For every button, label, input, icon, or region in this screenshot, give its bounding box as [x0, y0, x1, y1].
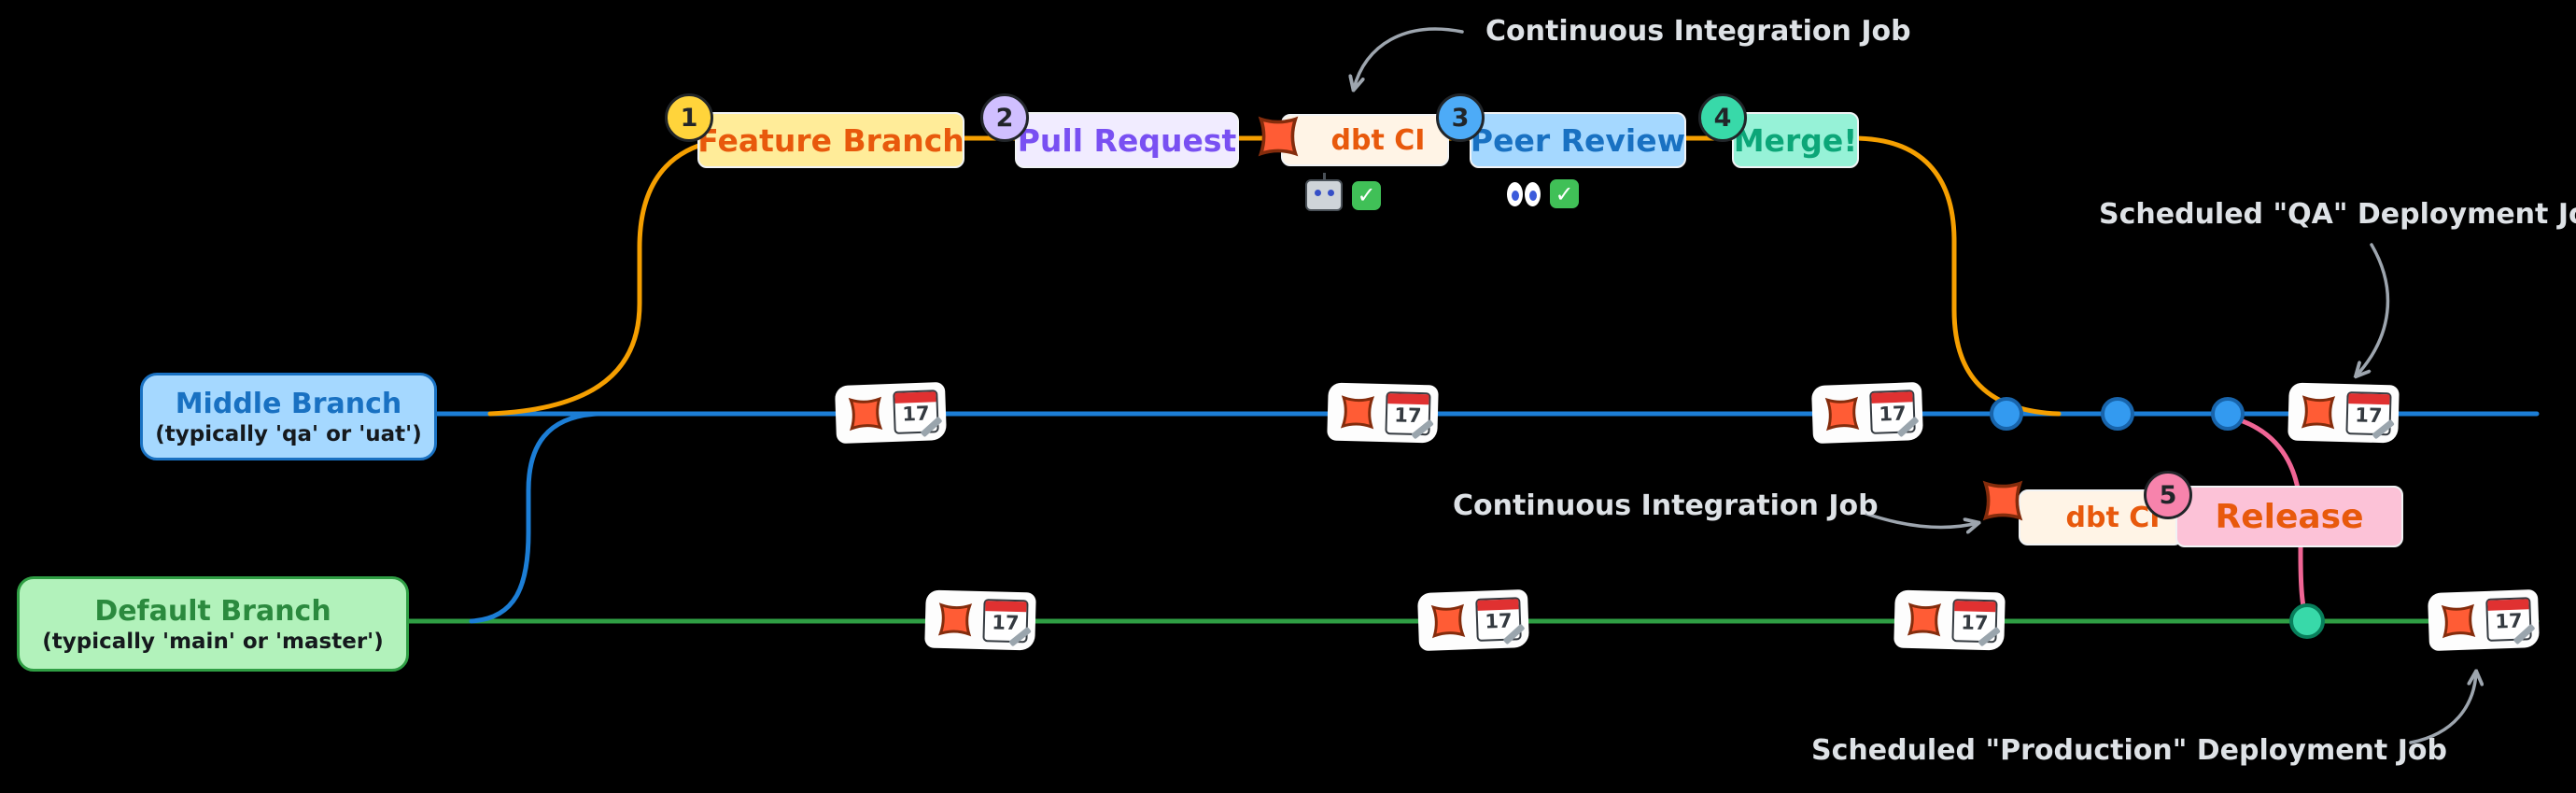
- calendar-icon: 17: [1951, 599, 2001, 647]
- step-number-2: 2: [980, 93, 1029, 142]
- pull-request-step: Pull Request: [1015, 112, 1239, 168]
- commit-dot: [1990, 397, 2023, 431]
- calendar-icon: 17: [1869, 389, 1920, 438]
- dbt-logo-icon: [1340, 395, 1375, 430]
- scheduled-job-sticker: 17: [1416, 588, 1530, 652]
- dbt-logo-icon: [1258, 116, 1299, 157]
- arrow-prod-deploy: [2409, 673, 2476, 744]
- dbt-logo-icon: [2301, 395, 2336, 430]
- step-number-1: 1: [665, 93, 713, 142]
- calendar-icon: 17: [2345, 391, 2395, 440]
- dbt-logo-icon: [1824, 396, 1860, 432]
- feature-branch-step: Feature Branch: [697, 112, 964, 168]
- step-number-5: 5: [2144, 471, 2192, 519]
- eyes-icon: [1507, 181, 1541, 206]
- default-branch-subtitle: (typically 'main' or 'master'): [42, 629, 384, 654]
- review-status-badges: ✓: [1507, 179, 1579, 208]
- annotation-production-deployment-job: Scheduled "Production" Deployment Job: [1811, 734, 2447, 767]
- scheduled-job-sticker: 17: [1893, 589, 2006, 651]
- scheduled-job-sticker: 17: [834, 381, 948, 445]
- annotation-qa-deployment-job: Scheduled "QA" Deployment Job: [2099, 198, 2576, 231]
- calendar-icon: 17: [2485, 597, 2536, 645]
- dbt-logo-icon: [2441, 603, 2476, 639]
- scheduled-production-deployment-sticker: 17: [2427, 588, 2541, 652]
- ci-status-badges: ✓: [1305, 173, 1381, 211]
- dbt-logo-icon: [1982, 480, 2023, 521]
- calendar-icon: 17: [1385, 391, 1434, 440]
- annotation-continuous-integration-job: Continuous Integration Job: [1485, 15, 1911, 48]
- step-number-3: 3: [1436, 93, 1485, 142]
- middle-branch-label: Middle Branch (typically 'qa' or 'uat'): [140, 373, 437, 460]
- dbt-logo-icon: [1907, 602, 1942, 637]
- robot-icon: [1305, 173, 1343, 211]
- check-mark-icon: ✓: [1352, 180, 1381, 210]
- dbt-ci-step: dbt CI: [1281, 114, 1449, 166]
- release-merge-dot: [2289, 603, 2325, 639]
- scheduled-qa-deployment-sticker: 17: [2287, 382, 2400, 444]
- scheduled-job-sticker: 17: [1327, 382, 1439, 444]
- scheduled-job-sticker: 17: [1810, 381, 1924, 445]
- arrow-ci-release: [1862, 511, 1978, 528]
- arrow-ci-top: [1354, 27, 1464, 89]
- calendar-icon: 17: [1475, 597, 1526, 645]
- middle-branch-fork-curve: [469, 411, 600, 624]
- calendar-icon: 17: [893, 389, 943, 438]
- default-branch-label: Default Branch (typically 'main' or 'mas…: [17, 576, 409, 672]
- dbt-logo-icon: [848, 396, 883, 432]
- annotation-continuous-integration-job-release: Continuous Integration Job: [1453, 489, 1879, 522]
- middle-branch-subtitle: (typically 'qa' or 'uat'): [155, 421, 422, 446]
- default-branch-title: Default Branch: [94, 594, 331, 628]
- release-step: Release: [2175, 486, 2403, 547]
- merge-step: Merge!: [1732, 112, 1859, 168]
- feature-branch-line: [487, 135, 2062, 417]
- middle-branch-title: Middle Branch: [175, 387, 402, 420]
- step-number-4: 4: [1698, 93, 1747, 142]
- calendar-icon: 17: [982, 599, 1032, 647]
- check-mark-icon: ✓: [1550, 179, 1579, 208]
- arrow-qa-deploy: [2357, 243, 2390, 375]
- dbt-logo-icon: [1430, 603, 1466, 639]
- commit-dot: [2211, 397, 2245, 431]
- commit-dot: [2101, 397, 2134, 431]
- dbt-logo-icon: [937, 602, 973, 637]
- peer-review-step: Peer Review: [1470, 112, 1686, 168]
- scheduled-job-sticker: 17: [924, 589, 1036, 651]
